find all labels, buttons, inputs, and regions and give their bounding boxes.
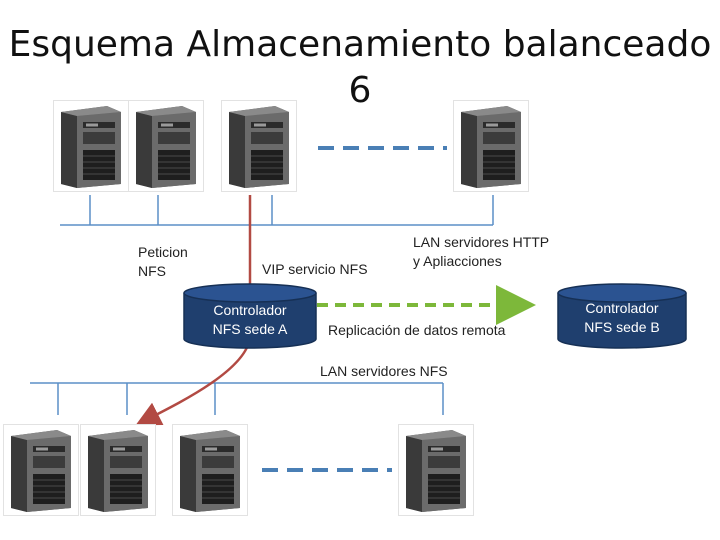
server-tower-icon [453, 100, 529, 192]
controller-a-label: Controlador NFS sede A [182, 301, 318, 339]
server-tower-icon [398, 424, 474, 516]
nfs-request-arrow [135, 195, 252, 426]
lan-http-line2: y Apliacciones [413, 253, 502, 269]
controller-a-cylinder: Controlador NFS sede A [182, 283, 318, 349]
server-http-3 [221, 100, 297, 192]
server-tower-icon [3, 424, 79, 516]
server-tower-icon [53, 100, 129, 192]
title-line-2: 6 [348, 70, 372, 111]
server-http-2 [128, 100, 204, 192]
controller-b-label: Controlador NFS sede B [556, 299, 688, 337]
controller-b-line2: NFS sede B [584, 319, 660, 335]
slide-title: Esquema Almacenamiento balanceado 6 [0, 22, 720, 114]
peticion-line1: Peticion [138, 244, 188, 260]
title-line-1: Esquema Almacenamiento balanceado [8, 24, 712, 65]
server-tower-icon [221, 100, 297, 192]
server-nfs-4 [398, 424, 474, 516]
cylinder-a-icon [183, 283, 317, 349]
server-http-1 [53, 100, 129, 192]
peticion-nfs-label: Peticion NFS [138, 243, 188, 281]
server-nfs-1 [3, 424, 79, 516]
controller-a-line1: Controlador [213, 302, 287, 318]
controller-b-line1: Controlador [585, 300, 659, 316]
vip-label: VIP servicio NFS [262, 261, 368, 277]
cylinder-b-icon [557, 283, 687, 349]
controller-a-line2: NFS sede A [212, 321, 288, 337]
server-nfs-2 [80, 424, 156, 516]
lan-nfs-line [30, 382, 444, 415]
lan-http-line [60, 195, 494, 226]
server-nfs-3 [172, 424, 248, 516]
lan-nfs-label: LAN servidores NFS [320, 363, 448, 379]
server-tower-icon [80, 424, 156, 516]
lan-http-label: LAN servidores HTTP y Apliacciones [413, 233, 549, 271]
server-tower-icon [128, 100, 204, 192]
controller-b-cylinder: Controlador NFS sede B [556, 283, 688, 349]
replicacion-label: Replicación de datos remota [328, 322, 506, 338]
peticion-line2: NFS [138, 263, 166, 279]
lan-http-line1: LAN servidores HTTP [413, 234, 550, 250]
server-tower-icon [172, 424, 248, 516]
server-http-4 [453, 100, 529, 192]
